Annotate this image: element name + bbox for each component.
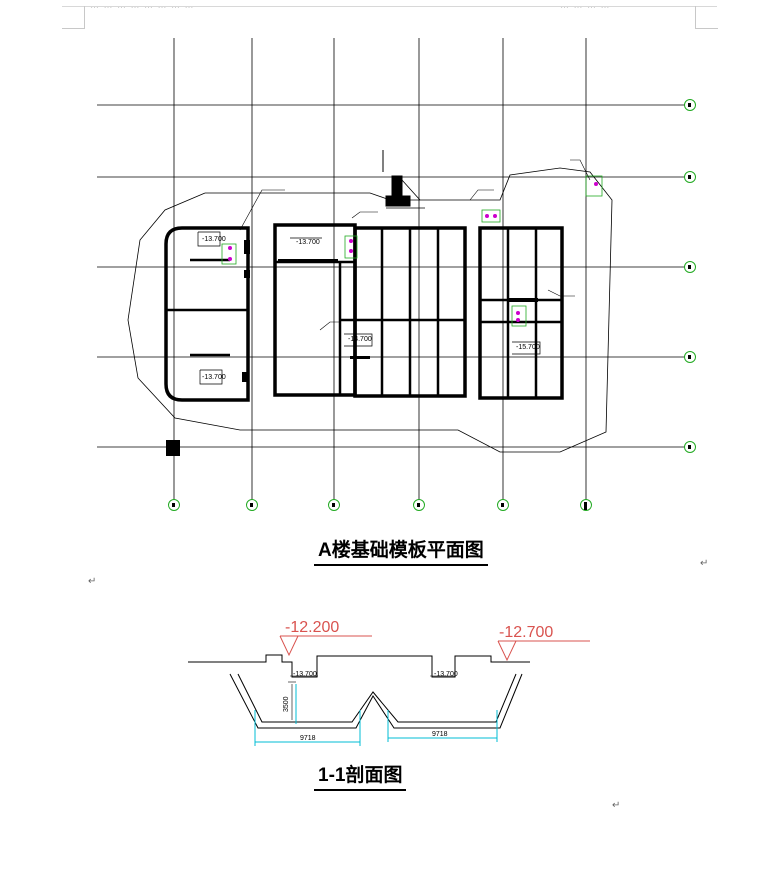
section-labels: [288, 675, 456, 720]
leader-lines: [239, 159, 591, 331]
elevation-right-label: -12.700: [499, 624, 553, 641]
plan-elev-3: -14.700: [348, 336, 372, 343]
plan-elev-5: -15.700: [516, 344, 540, 351]
paragraph-mark-icon: ↵: [88, 576, 97, 587]
elevation-symbols: [279, 635, 590, 662]
header-faint-text-left: … … … … … … … …: [90, 0, 195, 10]
section-outline: [188, 654, 530, 729]
section-depth-label: 3500: [283, 696, 290, 712]
page-corner-mark-right: [695, 6, 718, 29]
plan-elevation-markers: [197, 231, 541, 385]
dim-left-label: 9718: [300, 735, 316, 742]
axis-bubble-marks: [172, 103, 691, 510]
paragraph-mark-icon: ↵: [612, 800, 621, 811]
section-caption: 1-1剖面图: [314, 765, 407, 791]
pile-caps: [221, 175, 603, 327]
core-element: [382, 150, 425, 209]
column-block: [166, 440, 180, 456]
plan-elev-1: -13.700: [202, 236, 226, 243]
paragraph-mark-icon: ↵: [700, 558, 709, 569]
elevation-left-label: -12.200: [285, 619, 339, 636]
plan-elev-2: -13.700: [296, 239, 320, 246]
section-bottom-left-label: -13.700: [293, 671, 317, 678]
plan-caption: A楼基础模板平面图: [314, 540, 488, 566]
plan-elev-4: -13.700: [202, 374, 226, 381]
piles: [228, 182, 598, 322]
inner-walls: [166, 228, 562, 398]
section-bottom-right-label: -13.700: [434, 671, 458, 678]
dim-right-label: 9718: [432, 731, 448, 738]
grid-lines: [97, 38, 685, 500]
page-header-line: [62, 6, 717, 7]
dimension-lines: [254, 684, 498, 746]
header-faint-text-right: … … … …: [560, 0, 611, 10]
excavation-outline: [127, 167, 613, 453]
wall-hatch: [242, 240, 538, 382]
page-corner-mark-left: [62, 6, 85, 29]
